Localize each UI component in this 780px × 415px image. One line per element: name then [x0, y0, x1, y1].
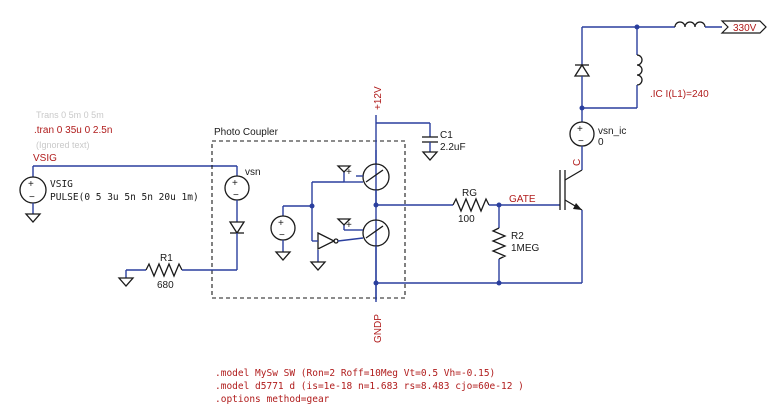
- svg-text:+: +: [278, 218, 284, 229]
- model-directive-1: .model MySw SW (Ron=2 Roff=10Meg Vt=0.5 …: [215, 368, 495, 379]
- vsn-source[interactable]: + −: [224, 166, 250, 222]
- hv-port: 330V: [720, 20, 767, 34]
- rg-name: RG: [462, 188, 477, 199]
- svg-text:−: −: [578, 136, 584, 147]
- svg-text:−: −: [279, 230, 285, 241]
- r1-value: 680: [157, 280, 174, 291]
- svg-text:+: +: [577, 124, 583, 135]
- inverter-buffer[interactable]: [309, 182, 364, 271]
- vsig-source-name: VSIG: [50, 179, 73, 190]
- freewheel-diode[interactable]: [573, 27, 591, 108]
- switch-lower[interactable]: [336, 218, 390, 283]
- c1-value: 2.2uF: [440, 142, 466, 153]
- vsn-ic-source[interactable]: + −: [569, 108, 595, 160]
- led-diode[interactable]: [228, 221, 246, 270]
- r2-name: R2: [511, 231, 524, 242]
- vsig-source[interactable]: + −: [19, 165, 237, 223]
- igbt-transistor[interactable]: [559, 160, 583, 283]
- collector-pin-label: C: [572, 159, 583, 166]
- net-label-vsig: VSIG: [33, 153, 57, 164]
- inductor-series[interactable]: [637, 21, 722, 28]
- svg-text:−: −: [233, 190, 239, 201]
- svg-text:+: +: [346, 220, 352, 231]
- svg-text:+: +: [28, 179, 34, 190]
- inductor-l1[interactable]: [582, 26, 643, 109]
- options-directive: .options method=gear: [215, 394, 330, 405]
- resistor-rg[interactable]: [452, 197, 560, 213]
- ghost-text-2: (Ignored text): [36, 140, 90, 150]
- svg-text:+: +: [232, 178, 238, 189]
- ghost-text-1: Trans 0 5m 0 5m: [36, 110, 104, 120]
- resistor-r1[interactable]: [117, 262, 237, 287]
- photo-coupler-label: Photo Coupler: [214, 127, 279, 138]
- r2-value: 1MEG: [511, 243, 540, 254]
- model-directive-2: .model d5771 d (is=1e-18 n=1.683 rs=8.48…: [215, 381, 524, 392]
- r1-name: R1: [160, 253, 173, 264]
- svg-text:−: −: [29, 192, 35, 203]
- capacitor-c1[interactable]: [421, 123, 439, 161]
- net-label-gate: GATE: [509, 194, 536, 205]
- resistor-r2[interactable]: [491, 205, 507, 283]
- ic-directive: .IC I(L1)=240: [650, 89, 709, 100]
- vsn-ic-name: vsn_ic: [598, 126, 626, 137]
- net-label-330v: 330V: [733, 23, 757, 34]
- internal-source[interactable]: + −: [270, 205, 312, 261]
- svg-text:+: +: [346, 167, 352, 178]
- vsn-source-name: vsn: [245, 167, 261, 178]
- rg-value: 100: [458, 214, 475, 225]
- net-label-gndp: GNDP: [373, 314, 384, 343]
- vsig-source-value: PULSE(0 5 3u 5n 5n 20u 1m): [50, 192, 199, 203]
- c1-name: C1: [440, 130, 453, 141]
- net-label-plus12: +12V: [373, 86, 384, 110]
- tran-directive: .tran 0 35u 0 2.5n: [34, 125, 112, 136]
- vsn-ic-value: 0: [598, 137, 604, 148]
